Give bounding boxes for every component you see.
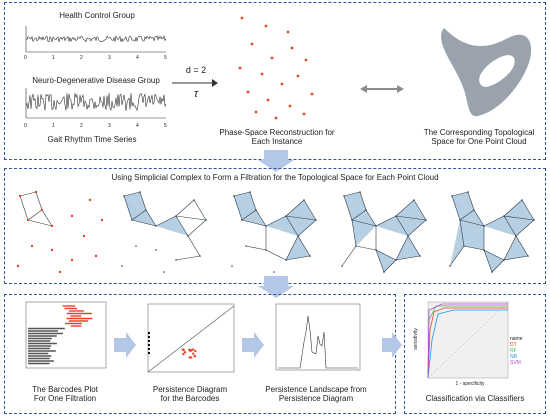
filtration-stage-1 (16, 190, 104, 274)
filtration-stage-3 (231, 191, 317, 273)
topological-space-shape (441, 28, 532, 117)
roc-y-label: sensitivity (413, 328, 419, 350)
filtration-stage-4 (341, 191, 427, 273)
roc-curve-plot (427, 301, 509, 379)
disease-time-series (25, 88, 167, 119)
healthy-time-series (25, 26, 167, 53)
arrow-to-classifier (382, 332, 402, 358)
diagram-caption: Persistence Diagram for the Barcodes (152, 385, 228, 403)
healthy-group-label: Health Control Group (59, 11, 135, 20)
barcodes-caption: The Barcodes Plot For One Filtration (32, 385, 98, 403)
embedding-dimension: d = 2 (185, 65, 207, 75)
phase-space-caption: Phase-Space Reconstruction for Each Inst… (219, 128, 335, 146)
time-series-caption: Gait Rhythm Time Series (47, 135, 137, 144)
persistence-landscape (275, 303, 361, 371)
panel-persistence (4, 294, 396, 414)
embedding-delay: τ (193, 88, 199, 100)
filtration-stage-5 (449, 191, 535, 273)
embedding-arrow (172, 79, 218, 87)
double-arrow (360, 85, 404, 93)
topological-space-caption: The Corresponding Topological Space for … (423, 128, 535, 146)
arrow-barcode-to-diagram (114, 332, 136, 358)
roc-x-label: 1 - specificity (455, 381, 485, 387)
roc-legend: name DT RF NB SVM (510, 336, 523, 366)
filtration-stage-2 (121, 191, 207, 273)
barcodes-plot (25, 301, 107, 369)
landscape-caption: Persistence Landscape from Persistence D… (265, 385, 367, 403)
panel-classification (404, 294, 546, 414)
phase-space-scatter (238, 16, 314, 120)
persistence-diagram (147, 303, 235, 373)
classifier-caption: Classification via Classifiers (425, 394, 525, 403)
disease-group-label: Neuro-Degenerative Disease Group (32, 76, 160, 85)
down-arrow-1 (258, 150, 294, 172)
down-arrow-2 (258, 276, 294, 298)
arrow-diagram-to-landscape (242, 332, 264, 358)
filtration-title: Using Simplicial Complex to Form a Filtr… (111, 173, 439, 182)
